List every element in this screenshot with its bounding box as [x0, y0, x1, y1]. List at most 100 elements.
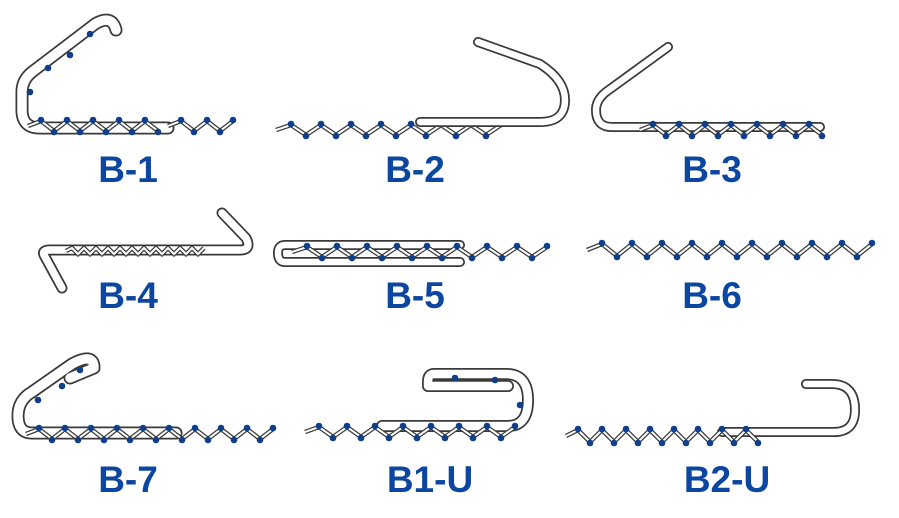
b2u-dot [754, 439, 762, 447]
b1-dot [26, 88, 34, 96]
b6-dot [868, 239, 876, 247]
b3-dot [701, 120, 709, 128]
b7-dot [243, 424, 251, 432]
b5-dot [498, 254, 506, 262]
b7-dot [74, 436, 82, 444]
b2u-outline [717, 379, 860, 437]
b1u-dot [441, 434, 449, 442]
b1-dot [89, 116, 97, 124]
b2u-fill [718, 380, 859, 436]
b1-tail-dot [216, 128, 224, 136]
b2u-dot [670, 425, 678, 433]
b1-dot [66, 51, 74, 59]
b1u-dot [343, 422, 351, 430]
b1-tail-dot [190, 128, 198, 136]
b3-dot [688, 132, 696, 140]
b5-dot [438, 254, 446, 262]
b3-dot [714, 132, 722, 140]
b3-dot [662, 132, 670, 140]
b1u-dot [497, 434, 505, 442]
b1-dot [86, 30, 94, 38]
b5-dot [348, 254, 356, 262]
b5-dot [468, 254, 476, 262]
b6-dot [628, 239, 636, 247]
b2-wire [275, 123, 502, 137]
b1u-dot [511, 422, 519, 430]
b6-wire [586, 242, 873, 258]
b3-dot [805, 120, 813, 128]
b2-dot [302, 132, 310, 140]
label-b3: B-3 [682, 149, 742, 190]
b7-dot [269, 424, 277, 432]
b5-dot [423, 242, 431, 250]
b6-dot [718, 239, 726, 247]
b2-dot [452, 132, 460, 140]
b1u-dot [413, 434, 421, 442]
b1-dot [50, 128, 58, 136]
b2u-dot [730, 439, 738, 447]
b1u-wire [304, 425, 516, 439]
b2u-dot [610, 439, 618, 447]
b2-dot [317, 120, 325, 128]
b5-wire [291, 245, 548, 259]
b2-dot [332, 132, 340, 140]
b5-dot [453, 242, 461, 250]
b5-dot [363, 242, 371, 250]
label-b1u: B1-U [386, 459, 474, 500]
b6-dot [793, 253, 801, 261]
b7-dot [165, 424, 173, 432]
b7-dot [152, 436, 160, 444]
b7-dot [204, 436, 212, 444]
b1u-dot [329, 434, 337, 442]
b6-dot [763, 253, 771, 261]
b5-dot [483, 242, 491, 250]
b5-dot [543, 242, 551, 250]
b5-dot [393, 242, 401, 250]
b2-dot [287, 120, 295, 128]
b3-dot [766, 132, 774, 140]
b7-fill [13, 354, 181, 438]
b6-dot [733, 253, 741, 261]
b2u-dot [574, 425, 582, 433]
b7-wire [25, 427, 274, 441]
b1-dot [44, 64, 52, 72]
b7-dot [191, 424, 199, 432]
label-b1: B-1 [98, 149, 158, 190]
b2-dot [377, 120, 385, 128]
b1u-dot [371, 422, 379, 430]
b5-dot [528, 254, 536, 262]
b2u-dot [682, 439, 690, 447]
b2-dot [422, 132, 430, 140]
b7-dot [58, 382, 66, 390]
b7-dot [61, 424, 69, 432]
b1-dot [128, 128, 136, 136]
b7-dot [34, 396, 42, 404]
b7-dot [256, 436, 264, 444]
b6-dot [643, 253, 651, 261]
label-b6: B-6 [682, 275, 742, 316]
b2-dot [392, 132, 400, 140]
b7-dot [48, 436, 56, 444]
b3-fill [592, 43, 824, 131]
b7-dot [76, 366, 84, 374]
b1-fill [17, 15, 173, 133]
b6-dot [748, 239, 756, 247]
label-b2u: B2-U [683, 459, 771, 500]
b2u-dot [706, 439, 714, 447]
b2-outline [415, 37, 570, 127]
b2u-dot [658, 439, 666, 447]
b2u-dot [742, 425, 750, 433]
b1u-dot [455, 422, 463, 430]
b5-dot [408, 254, 416, 262]
b1-tail-dot [203, 116, 211, 124]
b1u-dot [483, 422, 491, 430]
b5-dot [513, 242, 521, 250]
label-b7: B-7 [98, 459, 158, 500]
b2u-dot [718, 425, 726, 433]
b6-dot [613, 253, 621, 261]
b6-dot [658, 239, 666, 247]
b7-dot [35, 424, 43, 432]
label-b5: B-5 [385, 275, 445, 316]
